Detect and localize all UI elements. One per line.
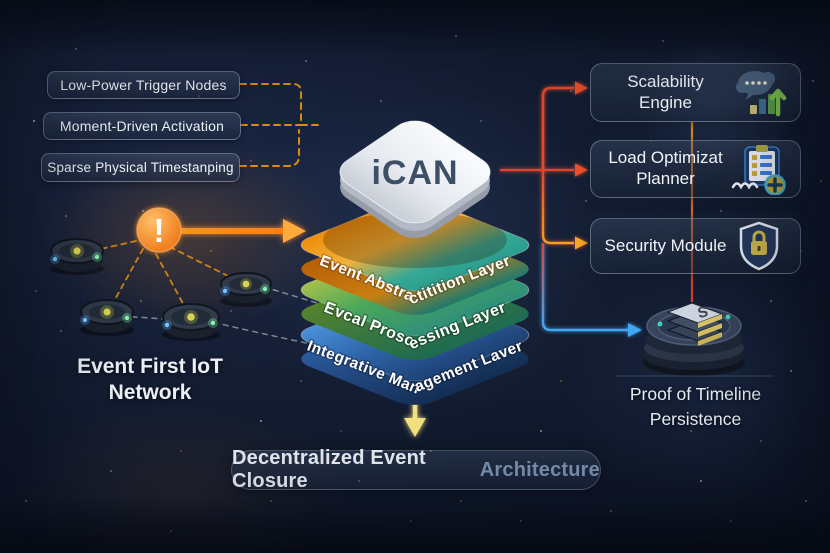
stack-glow	[230, 90, 620, 420]
feature-low-power-trigger-nodes: Low-Power Trigger Nodes	[47, 71, 240, 99]
architecture-banner: Decentralized Event Closure Architecture	[231, 447, 601, 492]
module-security-module: Security Module	[590, 218, 801, 274]
module-scalability-engine: Scalability Engine	[590, 63, 801, 122]
banner-secondary-text: Architecture	[479, 458, 600, 481]
banner-primary-text: Decentralized Event Closure	[232, 447, 426, 492]
timeline-coin-label: Proof of Timeline Persistence	[629, 384, 762, 429]
feature-label: Sparse Physical Timestanping	[47, 160, 234, 175]
right-glow	[560, 260, 830, 500]
feature-moment-driven-activation: Moment-Driven Activation	[43, 112, 241, 140]
cloud-analytics-icon	[731, 67, 787, 119]
module-load-optimization-planner: Load Optimizat Planner	[590, 140, 801, 198]
gold-sparks	[0, 0, 2, 2]
feature-sparse-physical-timestamping: Sparse Physical Timestanping	[41, 153, 240, 182]
module-label: Load Optimizat Planner	[608, 148, 723, 188]
clipboard-gears-icon	[731, 143, 787, 195]
feature-label: Low-Power Trigger Nodes	[60, 77, 227, 93]
module-label: Security Module	[604, 235, 727, 255]
iot-network-label: Event First IoT Network	[77, 355, 223, 404]
shield-lock-icon	[731, 220, 787, 272]
module-label: Scalability Engine	[627, 71, 704, 112]
feature-label: Moment-Driven Activation	[59, 118, 225, 134]
